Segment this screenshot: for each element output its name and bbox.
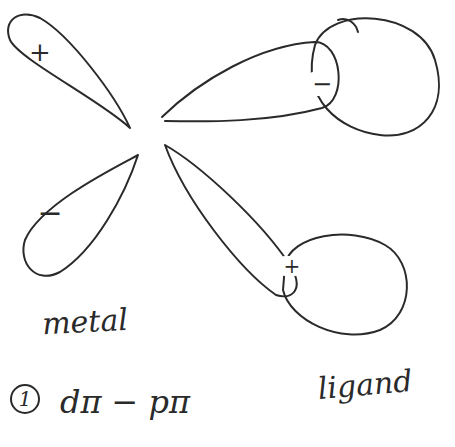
pencil-mark [338, 19, 358, 32]
metal-d-lobe [165, 145, 297, 296]
metal-label: metal [41, 305, 128, 339]
phase-sign: − [310, 72, 334, 96]
phase-sign: − [37, 198, 62, 228]
metal-d-lobe [23, 155, 138, 276]
callout-circle [11, 385, 39, 413]
ligand-p-lobe [283, 235, 407, 335]
metal-d-lobe [8, 14, 130, 128]
phase-sign: + [29, 39, 51, 65]
phase-sign: + [282, 256, 303, 276]
ligand-label: ligand [316, 366, 413, 404]
callout-number: 1 [19, 389, 32, 409]
bond-type-label: dπ − pπ [60, 386, 190, 418]
